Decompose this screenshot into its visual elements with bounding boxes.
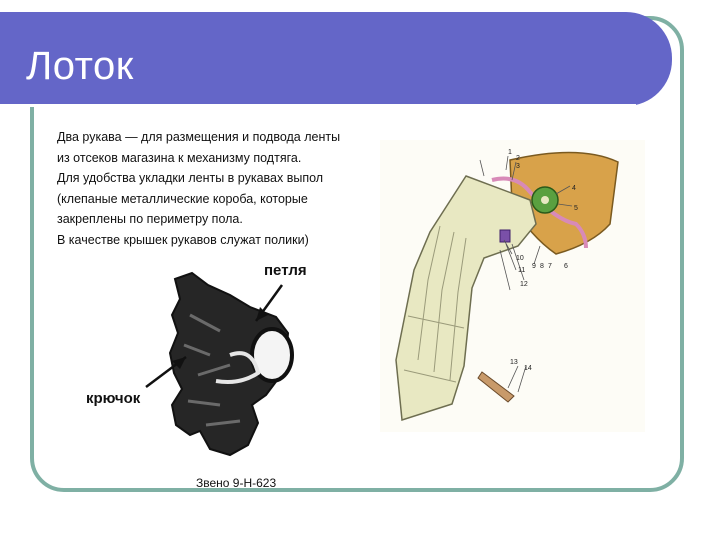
feed-chute-diagram: 1 2 3 4 5 6 7 8 9 10 11 12 13 14 bbox=[380, 140, 645, 432]
link-texture bbox=[183, 313, 241, 427]
link-clip-band bbox=[215, 351, 261, 384]
belt-path bbox=[491, 176, 588, 249]
slide-title: Лоток bbox=[26, 44, 134, 88]
callout-6: 6 bbox=[564, 263, 568, 270]
callout-8: 8 bbox=[540, 263, 544, 270]
callout-7: 7 bbox=[548, 263, 552, 270]
belt-link-illustration: петля крючок bbox=[86, 262, 307, 457]
title-bar: Лоток bbox=[0, 12, 672, 107]
body-line: Для удобства укладки ленты в рукавах вып… bbox=[57, 171, 324, 185]
callout-14: 14 bbox=[524, 365, 532, 372]
callout-9: 9 bbox=[532, 263, 536, 270]
hook-arrowhead bbox=[172, 357, 186, 369]
link-ring bbox=[250, 327, 294, 383]
loop-arrowhead bbox=[256, 307, 268, 321]
figure-caption: Звено 9-Н-623 bbox=[196, 476, 277, 490]
body-text: Два рукава — для размещения и подвода ле… bbox=[57, 127, 373, 249]
body-line: из отсеков магазина к механизму подтяга. bbox=[57, 150, 302, 165]
callout-leader-lines bbox=[479, 155, 573, 393]
callout-3: 3 bbox=[516, 163, 520, 170]
chute-panel-lines bbox=[403, 225, 467, 383]
body-line: Два рукава — для размещения и подвода ле… bbox=[57, 130, 341, 144]
callout-4: 4 bbox=[572, 185, 576, 192]
callout-13: 13 bbox=[510, 359, 518, 366]
sprocket-hub bbox=[541, 196, 549, 204]
callout-1: 1 bbox=[508, 149, 512, 156]
latch-lever bbox=[477, 371, 515, 403]
body-line: В качестве крышек рукавов служат полики) bbox=[57, 232, 309, 247]
hook-label: крючок bbox=[86, 390, 141, 407]
callout-12: 12 bbox=[520, 281, 528, 288]
loop-label: петля bbox=[264, 262, 307, 279]
title-underline bbox=[0, 104, 636, 107]
callout-10: 10 bbox=[516, 255, 524, 262]
body-line: (клепаные металлические короба, которые bbox=[57, 191, 308, 206]
body-line: закреплены по периметру пола. bbox=[57, 212, 243, 226]
callout-5: 5 bbox=[574, 205, 578, 212]
callout-2: 2 bbox=[516, 155, 520, 162]
belt-guide bbox=[499, 229, 511, 243]
callout-11: 11 bbox=[518, 267, 525, 274]
